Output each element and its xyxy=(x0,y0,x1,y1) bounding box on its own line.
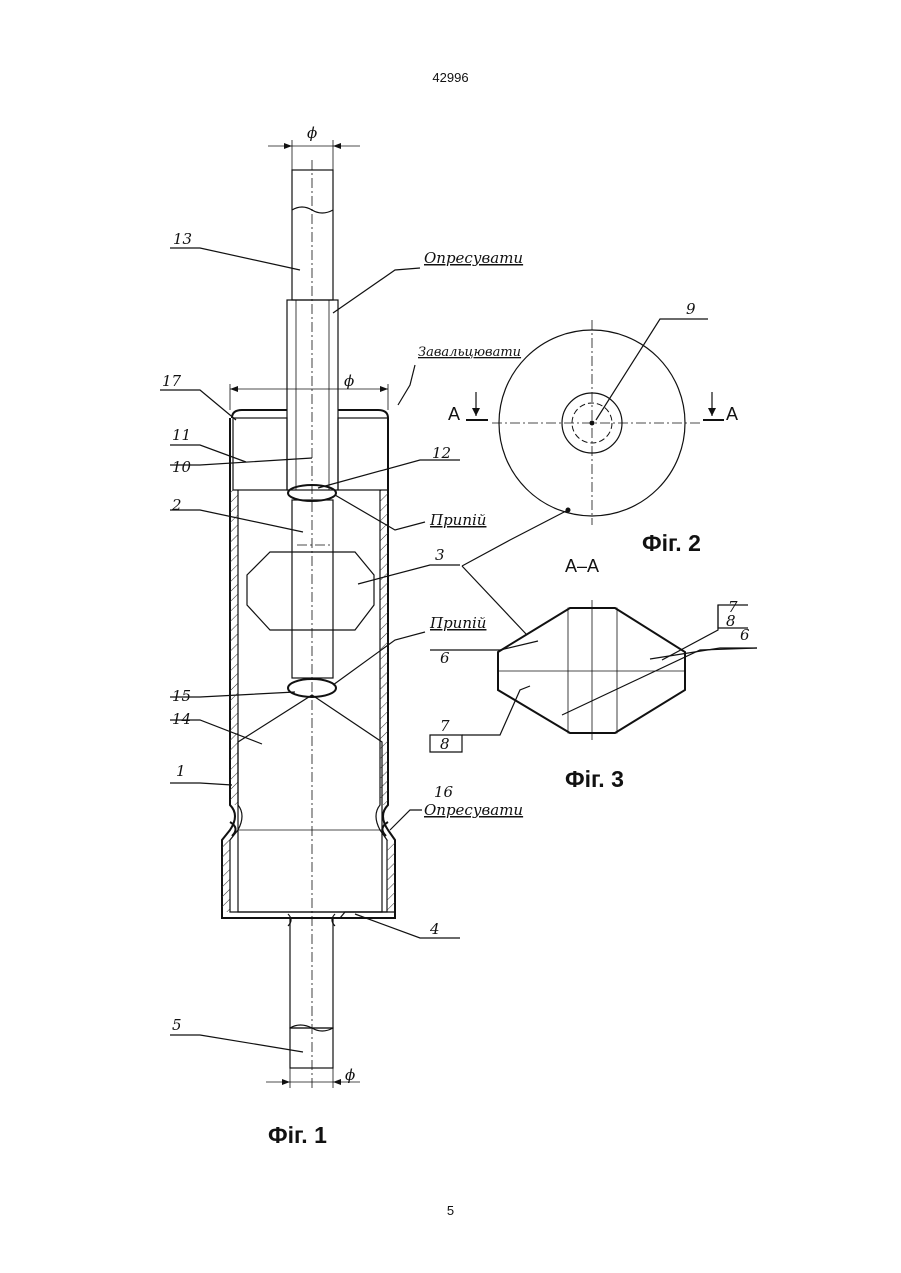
section-mark-right: А xyxy=(726,404,738,424)
electrode-14 xyxy=(238,695,382,912)
figure-2-caption: Фіг. 2 xyxy=(642,530,701,556)
insulator-11-right xyxy=(338,418,388,490)
figure-3-caption: Фіг. 3 xyxy=(565,766,624,792)
callout-8-right: 8 xyxy=(726,612,736,630)
section-title: А–А xyxy=(565,556,599,576)
rolled-edge-17 xyxy=(232,410,388,418)
figure-3-section xyxy=(430,566,757,752)
figure-1-assembly xyxy=(160,140,460,1090)
callout-6-right: 6 xyxy=(740,626,750,644)
note-solder-bottom: Припій xyxy=(429,614,486,632)
insulator-body-3 xyxy=(247,552,374,630)
figure-1-caption: Фіг. 1 xyxy=(268,1122,327,1148)
rod-break-top xyxy=(292,207,333,213)
callout-1: 1 xyxy=(176,762,186,780)
callout-11: 11 xyxy=(172,426,191,444)
insulator-11-left xyxy=(233,418,287,490)
housing-1 xyxy=(222,418,395,918)
callout-12: 12 xyxy=(432,444,451,462)
callout-2: 2 xyxy=(171,496,182,514)
rod-13 xyxy=(292,170,333,300)
callout-13: 13 xyxy=(173,230,192,248)
note-press-bottom: Опресувати xyxy=(424,801,523,819)
sleeve-10 xyxy=(287,300,338,490)
callout-17: 17 xyxy=(162,372,182,390)
callout-8-left: 8 xyxy=(440,735,450,753)
callout-4: 4 xyxy=(429,920,440,938)
note-solder-top: Припій xyxy=(429,511,486,529)
section-mark-left: А xyxy=(448,404,460,424)
callout-16: 16 xyxy=(434,783,454,801)
callout-7-left: 7 xyxy=(440,717,450,735)
diameter-bottom-label: ϕ xyxy=(345,1066,355,1084)
rod-5 xyxy=(290,918,333,1028)
note-flare: Завальцювати xyxy=(418,345,521,360)
diameter-top-label: ϕ xyxy=(307,124,317,142)
bottom-plug-4 xyxy=(288,914,335,926)
callout-15: 15 xyxy=(172,687,191,705)
callout-5: 5 xyxy=(172,1016,182,1034)
conductor-2 xyxy=(292,500,333,678)
callout-9: 9 xyxy=(686,300,696,318)
callout-6-left: 6 xyxy=(440,649,450,667)
note-press-top: Опресувати xyxy=(424,249,523,267)
diameter-housing-label: ϕ xyxy=(344,372,354,390)
sleeve-core xyxy=(296,300,329,490)
callout-14: 14 xyxy=(172,710,191,728)
callout-10: 10 xyxy=(172,458,192,476)
callout-3: 3 xyxy=(435,546,445,564)
